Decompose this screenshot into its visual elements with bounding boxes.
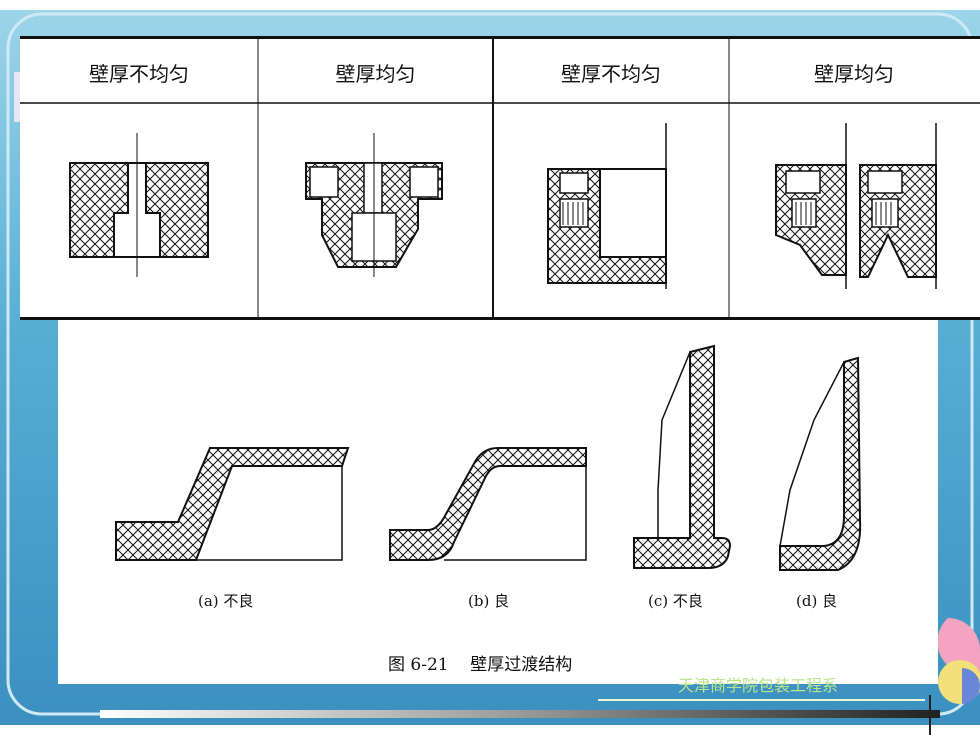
- caption-d: (d) 良: [796, 592, 838, 610]
- diagram-cell-2: [305, 133, 443, 277]
- diagram-cell-3: [547, 123, 667, 289]
- table-header-2: 壁厚均匀: [335, 62, 416, 86]
- figure-title: 图 6-21 壁厚过渡结构: [388, 655, 573, 675]
- footer-institution: 天津商学院包装工程系: [678, 676, 839, 695]
- table-header-1: 壁厚不均匀: [89, 62, 189, 86]
- profile-c: [633, 344, 732, 569]
- decorative-balls-icon: [937, 618, 980, 704]
- table-header-3: 壁厚不均匀: [561, 62, 661, 86]
- table-drawings: [20, 39, 980, 317]
- figure-drawings: [115, 344, 862, 571]
- diagram-cell-4: [775, 123, 937, 289]
- wall-thickness-table: 壁厚不均匀 壁厚均匀 壁厚不均匀 壁厚均匀: [20, 36, 980, 320]
- transition-figure: (a) 不良 (b) 良 (c) 不良 (d) 良 图 6-21 壁厚过渡结构: [58, 320, 938, 684]
- profile-b: [389, 447, 587, 561]
- caption-a: (a) 不良: [198, 592, 254, 610]
- profile-d: [779, 356, 862, 571]
- caption-c: (c) 不良: [648, 592, 703, 610]
- diagram-cell-1: [69, 133, 209, 277]
- profile-a: [115, 447, 350, 561]
- caption-b: (b) 良: [468, 592, 510, 610]
- table-header-4: 壁厚均匀: [814, 62, 894, 86]
